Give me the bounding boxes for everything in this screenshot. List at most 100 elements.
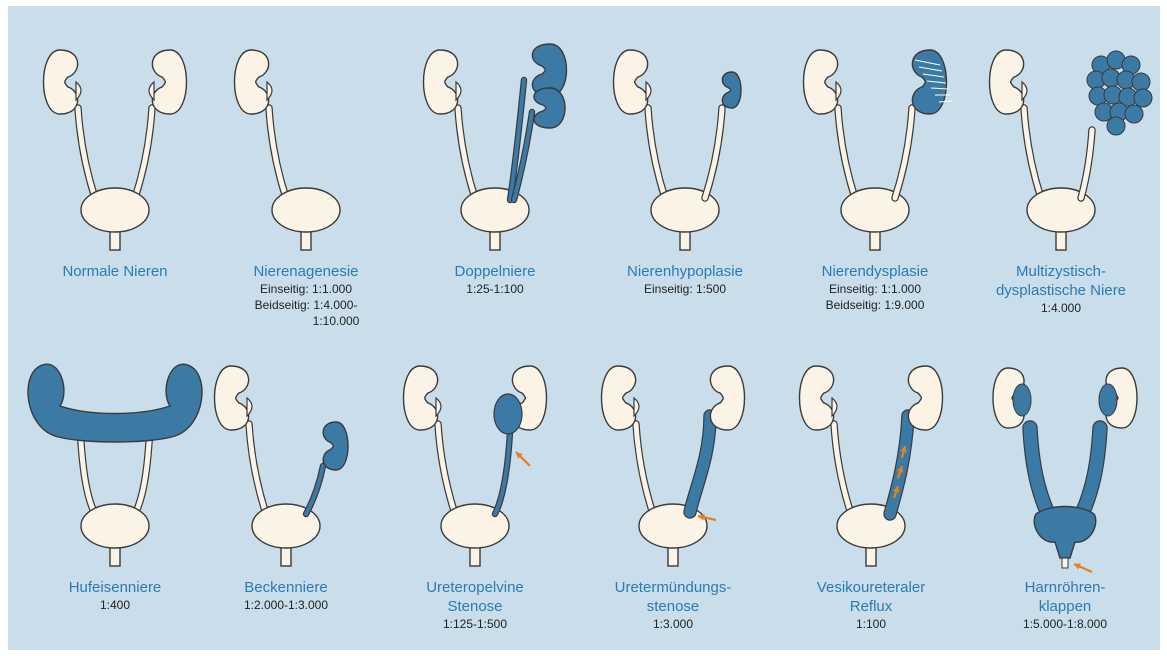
panel-title: Beckenniere	[191, 578, 381, 597]
bladder	[272, 188, 340, 232]
incidence-line: 1:4.000	[966, 300, 1156, 316]
kidney	[990, 50, 1024, 114]
renal-pelvis	[76, 82, 81, 100]
bladder	[81, 504, 149, 548]
panel-title: Multizystisch-	[966, 262, 1156, 281]
renal-pelvis	[247, 398, 252, 416]
renal-hypoplasia-illustration	[590, 20, 780, 260]
renal-pelvis	[1022, 82, 1027, 100]
pelvic-kidney-illustration	[191, 336, 381, 576]
incidence-line: 1:3.000	[578, 616, 768, 632]
caption-dysplasia: Nierendysplasie Einseitig: 1:1.000 Beids…	[780, 262, 970, 313]
panel-title: stenose	[578, 597, 768, 616]
incidence-line: 1:5.000-1:8.000	[970, 616, 1160, 632]
pelvic-kidney	[323, 422, 348, 470]
caption-mcdk: Multizystisch- dysplastische Niere 1:4.0…	[966, 262, 1156, 316]
lower-moiety	[534, 88, 565, 128]
caption-horseshoe: Hufeisenniere 1:400	[20, 578, 210, 613]
caption-puv: Harnröhren- klappen 1:5.000-1:8.000	[970, 578, 1160, 632]
duplex-kidney-illustration	[400, 20, 590, 260]
incidence-line: Einseitig: 1:1.000	[780, 281, 970, 297]
bladder	[81, 188, 149, 232]
bladder	[461, 188, 529, 232]
incidence-line: Beidseitig: 1:4.000-	[211, 297, 401, 313]
multicystic-kidney-illustration	[966, 20, 1156, 260]
incidence-line: 1:125-1:500	[380, 616, 570, 632]
caption-vur: Vesikoureteraler Reflux 1:100	[776, 578, 966, 632]
dilated-pelvis	[1099, 384, 1117, 416]
panel-title: Normale Nieren	[20, 262, 210, 281]
renal-pelvis	[646, 82, 651, 100]
panel-title: dysplastische Niere	[966, 281, 1156, 300]
kidney	[424, 50, 458, 114]
ureter	[890, 416, 908, 514]
dilated-pelvis	[1013, 384, 1031, 416]
ureter	[1030, 428, 1048, 514]
kidney	[602, 366, 636, 430]
panel-title: Nierenhypoplasie	[590, 262, 780, 281]
normal-kidneys-illustration	[20, 20, 210, 260]
panel-title: klappen	[970, 597, 1160, 616]
urethra	[1062, 558, 1068, 568]
incidence-line: 1:400	[20, 597, 210, 613]
panel-title: Vesikoureteraler	[776, 578, 966, 597]
kidney	[404, 366, 438, 430]
dysplastic-kidney	[912, 50, 946, 114]
uvj-stenosis-illustration	[578, 336, 768, 576]
panel-title: Ureteropelvine	[380, 578, 570, 597]
renal-pelvis	[149, 82, 154, 100]
dilated-pelvis	[494, 394, 522, 434]
panel-title: Nierendysplasie	[780, 262, 970, 281]
panel-title: Doppelniere	[400, 262, 590, 281]
vesicoureteral-reflux-illustration	[776, 336, 966, 576]
panel-title: Harnröhren-	[970, 578, 1160, 597]
kidney	[152, 50, 186, 114]
caption-pelvic: Beckenniere 1:2.000-1:3.000	[191, 578, 381, 613]
kidney	[44, 50, 78, 114]
incidence-line: Einseitig: 1:1.000	[211, 281, 401, 297]
thickened-bladder	[1034, 507, 1096, 559]
caption-uvj: Uretermündungs- stenose 1:3.000	[578, 578, 768, 632]
caption-duplex: Doppelniere 1:25-1:100	[400, 262, 590, 297]
small-kidney	[722, 72, 741, 108]
renal-agenesis-illustration	[211, 20, 401, 260]
renal-pelvis	[267, 82, 272, 100]
panel-title: Stenose	[380, 597, 570, 616]
upj-stenosis-illustration	[380, 336, 570, 576]
renal-pelvis	[836, 82, 841, 100]
incidence-line: 1:25-1:100	[400, 281, 590, 297]
panel-title: Uretermündungs-	[578, 578, 768, 597]
kidney	[235, 50, 269, 114]
ureter	[306, 466, 323, 514]
kidney	[710, 366, 744, 430]
caption-agenesis: Nierenagenesie Einseitig: 1:1.000 Beidse…	[211, 262, 401, 329]
renal-pelvis	[634, 398, 639, 416]
caption-upj: Ureteropelvine Stenose 1:125-1:500	[380, 578, 570, 632]
panel-title: Hufeisenniere	[20, 578, 210, 597]
cyst	[1134, 89, 1152, 107]
horseshoe-kidney-illustration	[20, 336, 210, 576]
panel-title: Reflux	[776, 597, 966, 616]
incidence-line: 1:2.000-1:3.000	[191, 597, 381, 613]
incidence-line: Einseitig: 1:500	[590, 281, 780, 297]
cyst	[1107, 117, 1125, 135]
incidence-line: 1:10.000	[211, 313, 401, 329]
incidence-line: Beidseitig: 1:9.000	[780, 297, 970, 313]
cyst	[1132, 73, 1150, 91]
incidence-line: 1:100	[776, 616, 966, 632]
kidney	[908, 366, 942, 430]
kidney	[614, 50, 648, 114]
caption-hypoplasia: Nierenhypoplasie Einseitig: 1:500	[590, 262, 780, 297]
horseshoe-kidney	[28, 364, 202, 442]
kidney	[215, 366, 249, 430]
renal-pelvis	[436, 398, 441, 416]
renal-dysplasia-illustration	[780, 20, 970, 260]
caption-normal: Normale Nieren	[20, 262, 210, 281]
cyst	[1125, 105, 1143, 123]
renal-pelvis	[456, 82, 461, 100]
panel-title: Nierenagenesie	[211, 262, 401, 281]
renal-pelvis	[832, 398, 837, 416]
urethral-valves-illustration	[970, 336, 1160, 576]
kidney	[804, 50, 838, 114]
ureter	[1082, 428, 1100, 514]
